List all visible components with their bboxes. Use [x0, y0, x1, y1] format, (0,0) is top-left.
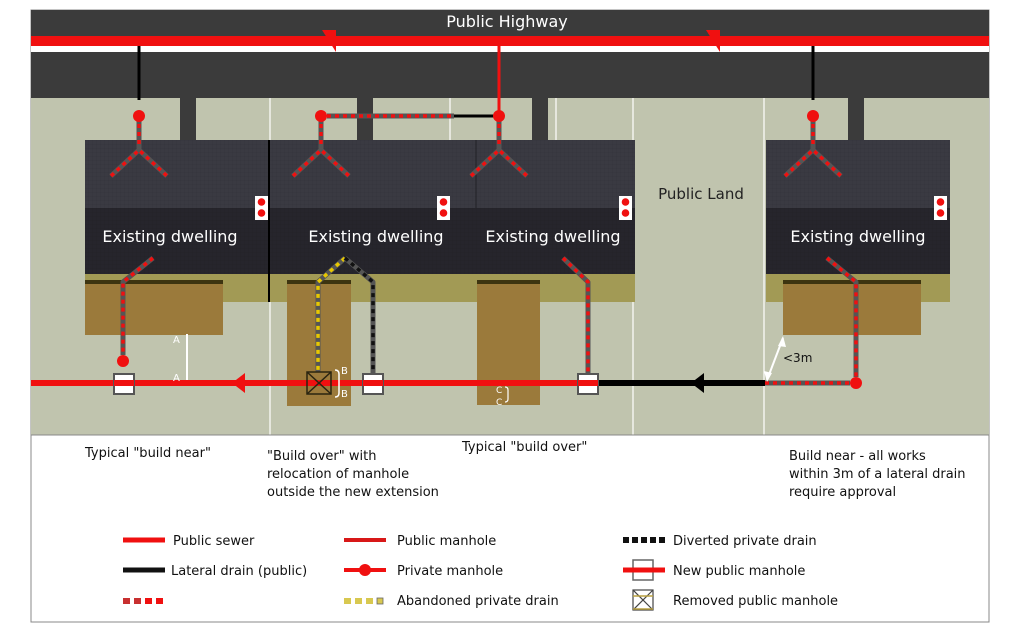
public-manhole	[113, 373, 135, 395]
private-drain	[120, 256, 155, 355]
gully-icon	[934, 196, 947, 220]
driveway	[532, 98, 548, 140]
legend-label: Public sewer	[173, 534, 255, 549]
private-manhole	[315, 110, 327, 122]
rainwater-outlets	[255, 196, 947, 220]
legend-private-manhole-swatch	[344, 564, 386, 576]
extension-3	[477, 280, 540, 405]
distance-label: <3m	[783, 351, 812, 365]
legend-private-drain-swatch	[123, 598, 163, 604]
private-drain-dashes	[561, 256, 590, 374]
legend-abandoned-drain-swatch	[344, 597, 384, 605]
dwelling-terrace	[85, 140, 635, 302]
extension-4	[783, 280, 921, 335]
private-drain	[109, 147, 169, 178]
gully-icon	[437, 196, 450, 220]
road-surface	[31, 10, 989, 98]
private-manhole	[807, 110, 819, 122]
caption-2: "Build over" with relocation of manhole …	[267, 449, 439, 500]
lateral-drains-front	[137, 46, 815, 118]
public-manhole	[577, 373, 599, 395]
section-marker-a: A	[173, 373, 180, 384]
legend-new-manhole-swatch	[623, 559, 665, 581]
abandoned-private-drain-dashes	[316, 256, 347, 372]
legend-label: New public manhole	[673, 564, 805, 579]
removed-manhole-icon	[306, 371, 332, 395]
dwelling-label: Existing dwelling	[102, 227, 237, 246]
public-highway: Public Highway	[31, 10, 989, 98]
legend-label: Public manhole	[397, 534, 496, 549]
dwelling-label: Existing dwelling	[790, 227, 925, 246]
private-manholes	[117, 110, 862, 389]
dwelling-detached	[766, 140, 950, 302]
private-drain	[825, 256, 859, 377]
legend-removed-manhole-swatch	[632, 589, 654, 611]
gully-icon	[255, 196, 268, 220]
section-marker-c: C	[496, 398, 502, 408]
private-drain	[783, 147, 843, 178]
section-markers: A A B B C C	[173, 334, 509, 408]
private-manhole	[493, 110, 505, 122]
legend-label: Abandoned private drain	[397, 594, 559, 609]
private-drain	[291, 147, 351, 178]
flow-arrow-icon	[691, 373, 704, 393]
private-manhole	[850, 377, 862, 389]
private-manhole	[117, 355, 129, 367]
section-marker-c: C	[496, 386, 502, 396]
caption-3: Typical "build over"	[461, 440, 587, 455]
section-marker-a: A	[173, 335, 180, 346]
distance-indicator: <3m	[764, 336, 812, 382]
public-land-label: Public Land	[658, 185, 744, 203]
driveway	[357, 98, 373, 140]
legend-diverted-drain-swatch	[623, 537, 665, 543]
extension-1	[85, 280, 223, 335]
private-drain	[469, 147, 529, 178]
legend-label: Diverted private drain	[673, 534, 817, 549]
legend-label: Lateral drain (public)	[171, 564, 307, 579]
captions: Typical "build near" "Build over" with r…	[84, 440, 970, 500]
section-marker-b: B	[341, 389, 348, 400]
driveway	[180, 98, 196, 140]
highway-title: Public Highway	[446, 12, 568, 31]
section-marker-b: B	[341, 366, 348, 377]
new-public-manhole	[362, 373, 384, 395]
diverted-private-drain-dashes	[343, 256, 375, 374]
private-manhole	[133, 110, 145, 122]
gully-icon	[619, 196, 632, 220]
driveway	[848, 98, 864, 140]
legend-label: Removed public manhole	[673, 594, 838, 609]
legend: Public sewer Lateral drain (public) Publ…	[123, 534, 838, 611]
flow-arrow-icon	[232, 373, 245, 393]
public-sewer-main	[31, 36, 989, 46]
flow-arrow-icon	[706, 30, 720, 52]
legend-label: Private manhole	[397, 564, 503, 579]
road-white-line	[31, 46, 989, 52]
caption-1: Typical "build near"	[84, 446, 211, 461]
flow-arrow-icon	[322, 30, 336, 52]
dwelling-label: Existing dwelling	[485, 227, 620, 246]
private-drains	[109, 113, 859, 386]
dwelling-label: Existing dwelling	[308, 227, 443, 246]
caption-4: Build near - all works within 3m of a la…	[789, 449, 970, 500]
